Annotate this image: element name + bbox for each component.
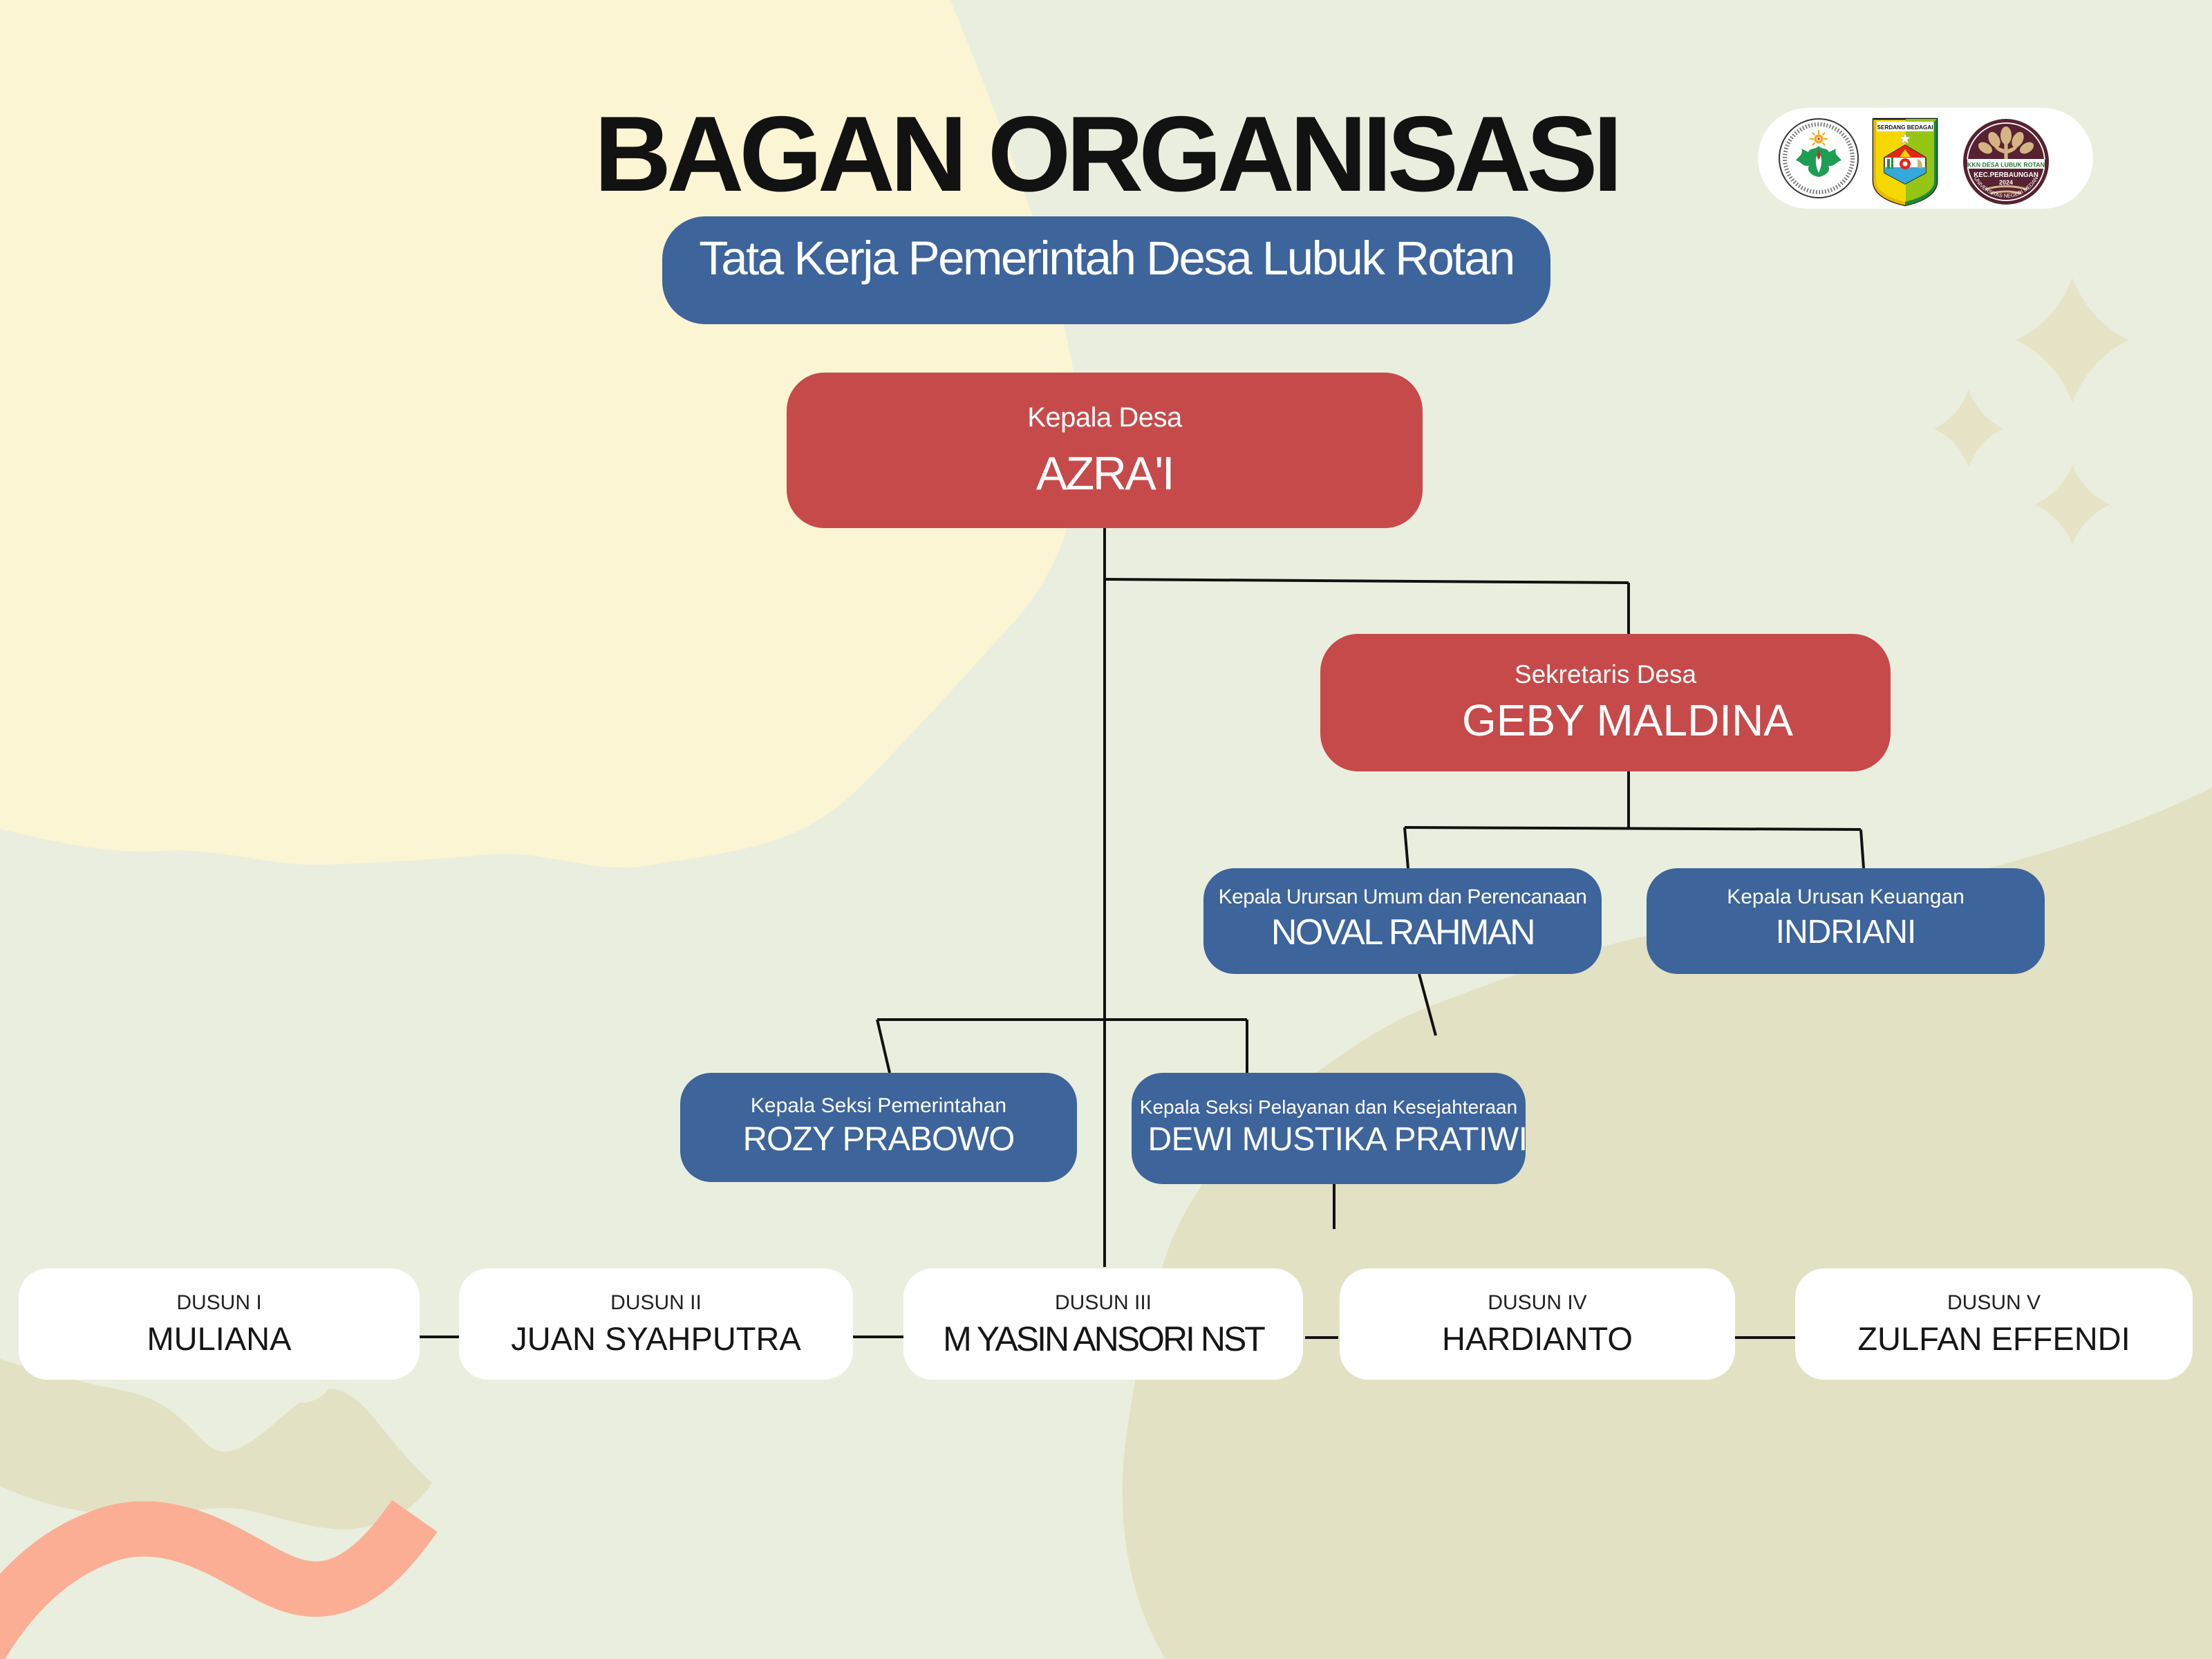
- svg-text:2024: 2024: [1999, 179, 2013, 186]
- svg-text:SERDANG BEDAGAI: SERDANG BEDAGAI: [1877, 124, 1933, 131]
- svg-text:KKN DESA LUBUK ROTAN: KKN DESA LUBUK ROTAN: [1967, 161, 2045, 168]
- svg-text:KEC.PERBAUNGAN: KEC.PERBAUNGAN: [1974, 171, 2038, 179]
